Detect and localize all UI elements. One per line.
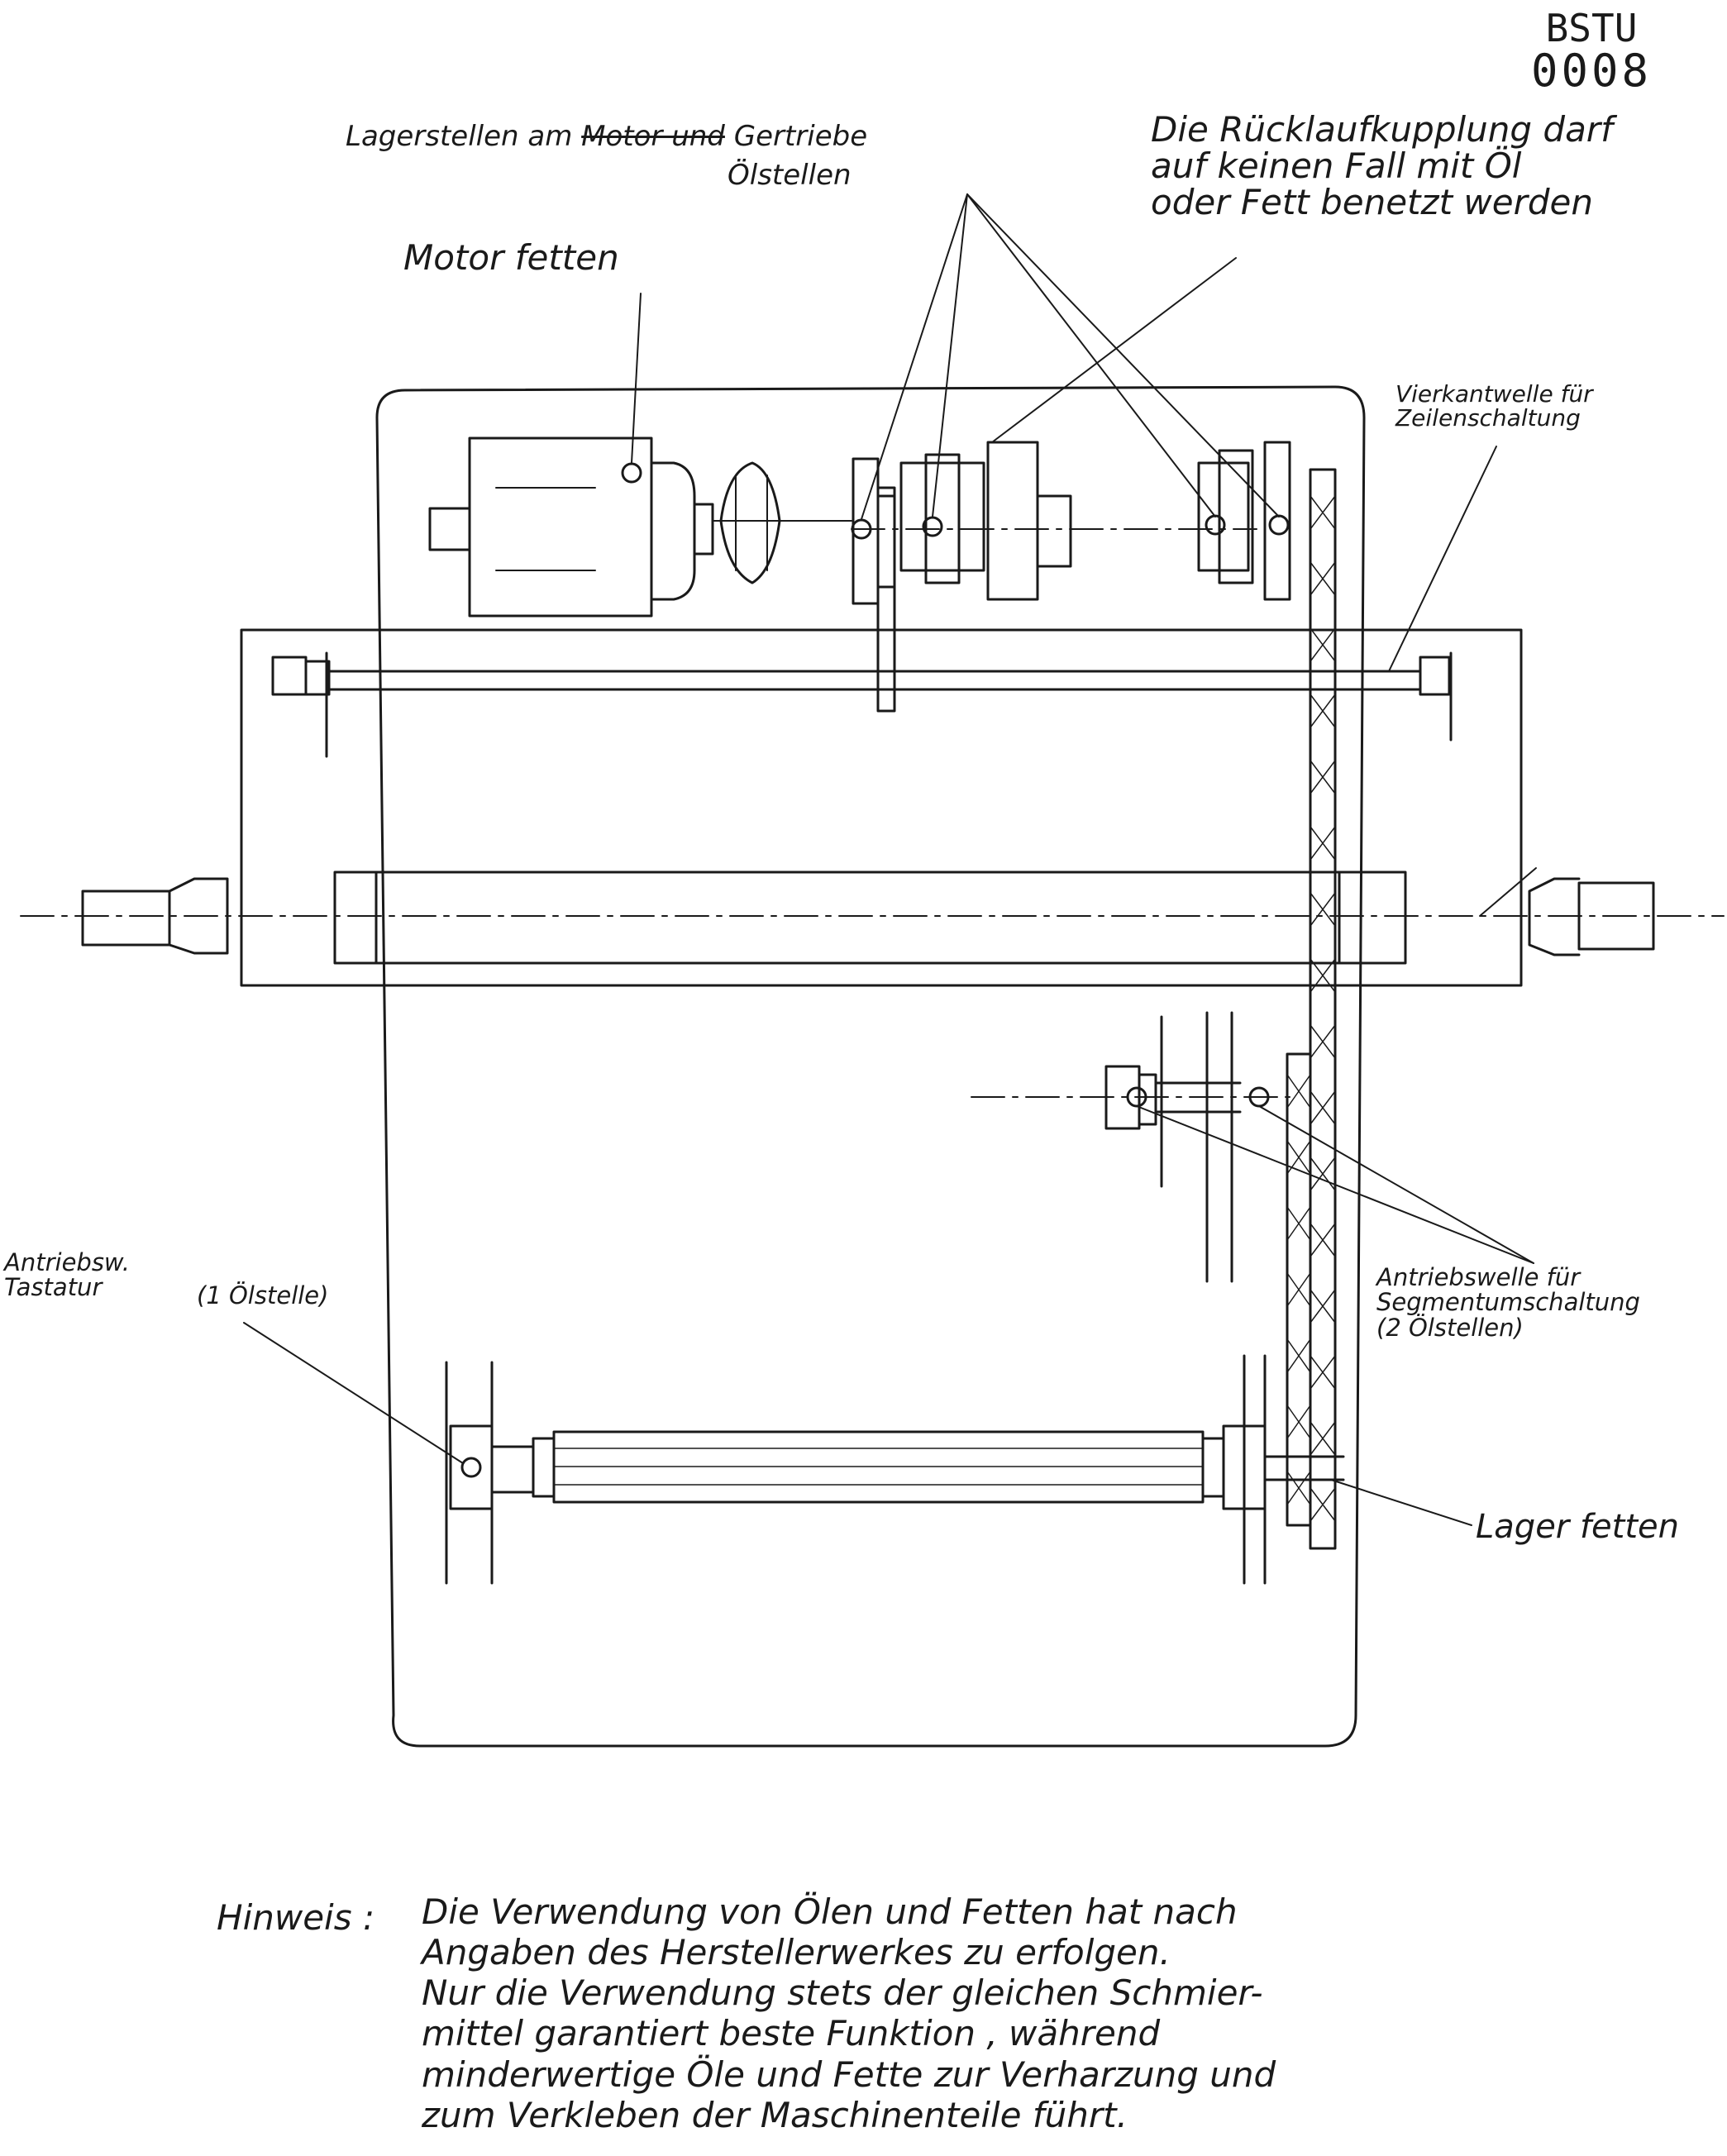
label-vierkantwelle: Vierkantwelle für Zeilenschaltung — [1395, 382, 1593, 431]
label-vierkantwelle-line-1: Vierkantwelle für — [1395, 380, 1593, 408]
label-motor-fetten: Motor fetten — [403, 237, 619, 278]
label-ruecklauf-line-1: Die Rücklaufkupplung darf — [1151, 109, 1613, 150]
oil-point-4 — [1268, 514, 1290, 536]
note-line-3: Nur die Verwendung stets der gleichen Sc… — [422, 1972, 1263, 2014]
label-lagerstellen-struck: Motor und — [581, 120, 725, 153]
note-line-5: minderwertige Öle und Fette zur Verharzu… — [422, 2053, 1276, 2095]
label-lagerstellen-prefix: Lagerstellen am — [346, 120, 573, 153]
label-segmentumschaltung-line-2: Segmentumschaltung — [1376, 1288, 1640, 1317]
label-ein-oelstelle: (1 Ölstelle) — [197, 1281, 329, 1309]
oil-point-3 — [1205, 514, 1226, 536]
label-segmentumschaltung: Antriebswelle für Segmentumschaltung (2 … — [1376, 1263, 1640, 1342]
stamp-line-2: 0008 — [1530, 45, 1653, 98]
label-oelstellen: Ölstellen — [728, 159, 852, 192]
machine-frame — [375, 385, 1366, 1748]
label-ruecklauf: Die Rücklaufkupplung darf auf keinen Fal… — [1151, 109, 1613, 223]
label-antrieb-tastatur-line-1: Antriebsw. — [4, 1248, 131, 1276]
label-ruecklauf-line-3: oder Fett benetzt werden — [1151, 182, 1593, 223]
motor — [428, 436, 714, 618]
note-heading: Hinweis : — [217, 1897, 375, 1938]
label-lager-fetten: Lager fetten — [1476, 1508, 1679, 1546]
archive-stamp: BSTU 0008 — [1509, 8, 1674, 95]
platen-roller — [20, 871, 1725, 965]
note-line-2: Angaben des Herstellerwerkes zu erfolgen… — [422, 1932, 1171, 1973]
square-shaft — [271, 651, 1453, 758]
drive-chain — [1309, 468, 1337, 1550]
stamp-line-1: BSTU — [1545, 6, 1638, 50]
label-lagerstellen-suffix: Gertriebe — [733, 120, 868, 153]
motor-grease-point — [621, 462, 642, 484]
oil-point-7 — [460, 1457, 482, 1478]
note-line-4: mittel garantiert beste Funktion , währe… — [422, 2013, 1161, 2054]
label-ruecklauf-line-2: auf keinen Fall mit Öl — [1151, 145, 1522, 187]
gear-assembly — [851, 441, 1291, 713]
segment-shaft — [971, 1011, 1312, 1527]
motor-coupling — [712, 461, 852, 584]
label-antrieb-tastatur: Antriebsw. Tastatur — [4, 1250, 130, 1300]
label-segmentumschaltung-line-1: Antriebswelle für — [1376, 1263, 1581, 1291]
label-lagerstellen: Lagerstellen am Motor und Gertriebe — [346, 122, 867, 152]
upper-plate — [240, 628, 1523, 987]
keyboard-shaft — [445, 1354, 1345, 1585]
note-body: Die Verwendung von Ölen und Fetten hat n… — [422, 1891, 1276, 2135]
label-vierkantwelle-line-2: Zeilenschaltung — [1395, 404, 1581, 432]
leader-lines — [243, 193, 1537, 1526]
note-line-6: zum Verkleben der Maschinenteile führt. — [422, 2094, 1128, 2135]
label-antrieb-tastatur-line-2: Tastatur — [4, 1273, 103, 1302]
label-segmentumschaltung-line-3: (2 Ölstellen) — [1376, 1313, 1524, 1342]
note-line-1: Die Verwendung von Ölen und Fetten hat n… — [422, 1891, 1238, 1932]
